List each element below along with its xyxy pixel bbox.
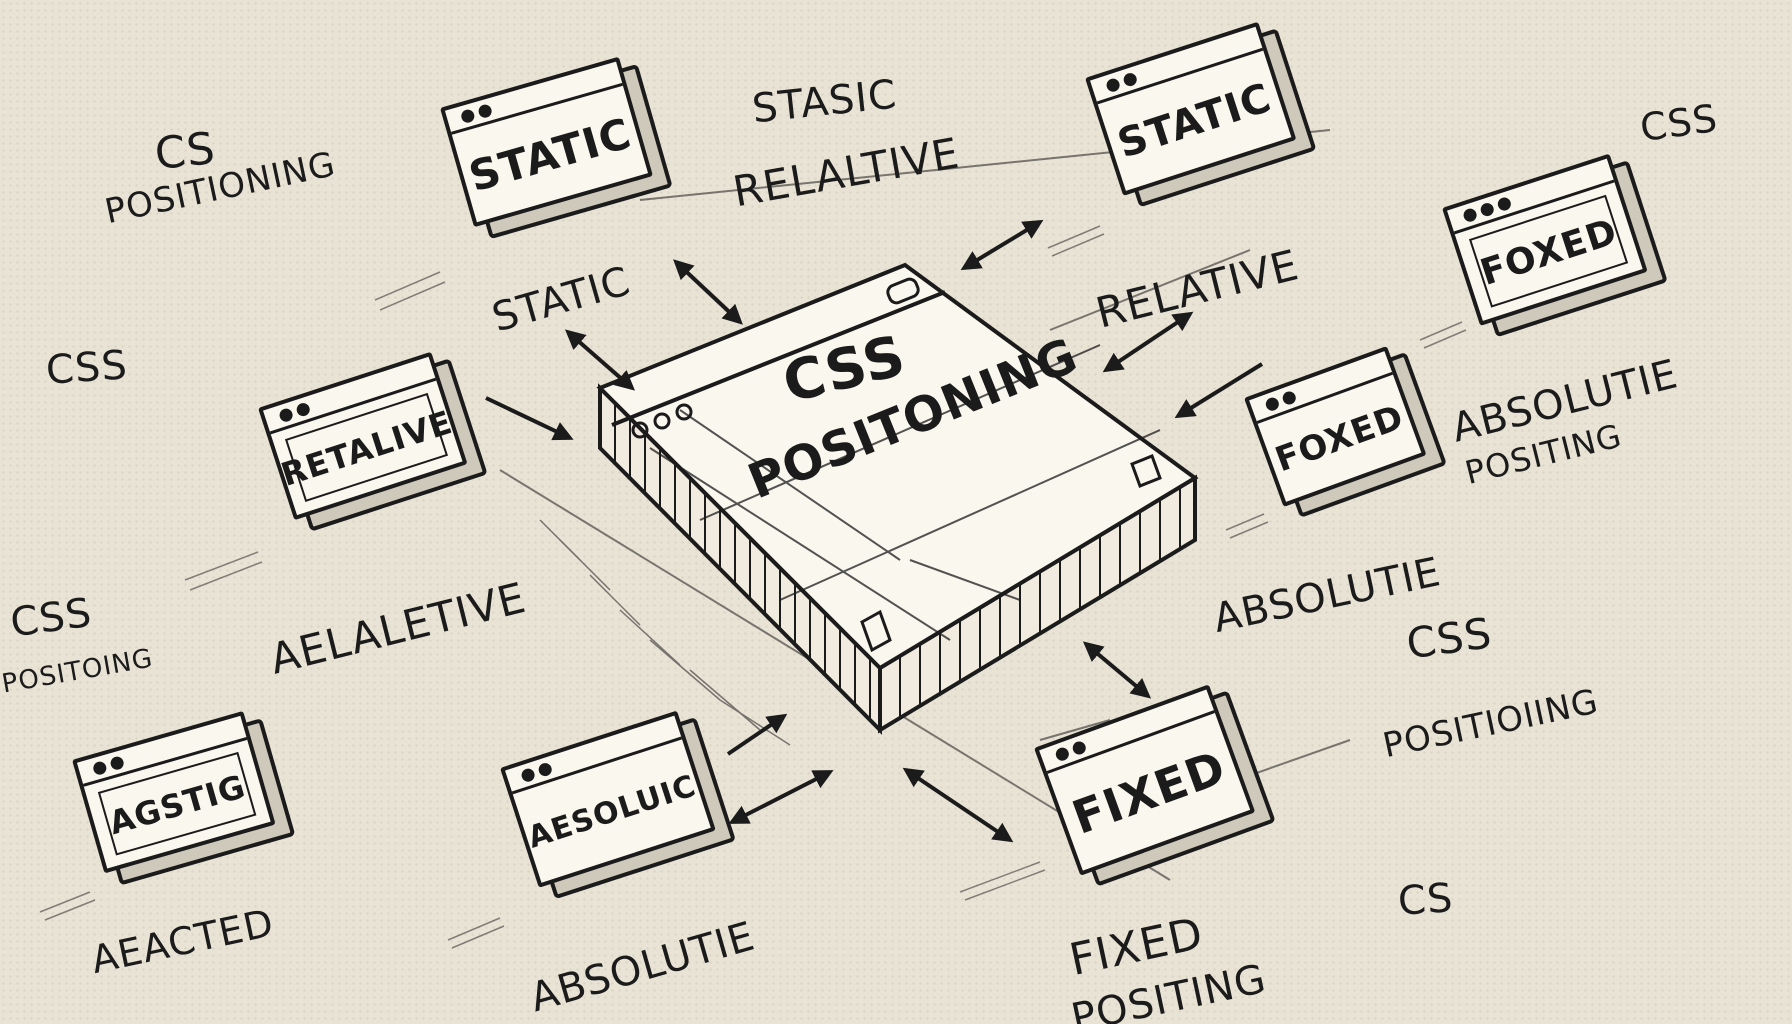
double-arrow bbox=[902, 767, 1014, 843]
double-arrow bbox=[673, 259, 743, 325]
label-cs-bottom-right: CS bbox=[1396, 875, 1455, 925]
center-shadow bbox=[539, 519, 791, 746]
corner-handle-icon bbox=[1130, 454, 1162, 488]
center-block-hatch bbox=[614, 403, 1181, 718]
label-css-left-mid: CSS bbox=[7, 589, 95, 647]
arrow bbox=[1174, 362, 1264, 419]
box-shadows bbox=[39, 225, 1467, 949]
arrow bbox=[726, 713, 788, 756]
window-dot-icon bbox=[631, 421, 649, 439]
label-css-top-right: CSS bbox=[1637, 95, 1721, 151]
arrow bbox=[485, 396, 574, 441]
arrows bbox=[485, 219, 1264, 843]
double-arrow bbox=[728, 770, 834, 824]
center-block bbox=[596, 262, 1199, 735]
window-dot-icon bbox=[653, 412, 671, 430]
label-css-bottom-right: CSS bbox=[1403, 608, 1496, 669]
window-button-icon bbox=[886, 277, 920, 305]
double-arrow bbox=[1082, 641, 1152, 699]
double-arrow bbox=[564, 329, 636, 391]
guide-line bbox=[1049, 249, 1251, 331]
double-arrow bbox=[960, 219, 1044, 271]
corner-handle-icon bbox=[860, 609, 892, 653]
double-arrow bbox=[1102, 311, 1194, 373]
window-dot-icon bbox=[675, 403, 693, 421]
label-css-left: CSS bbox=[44, 342, 130, 394]
